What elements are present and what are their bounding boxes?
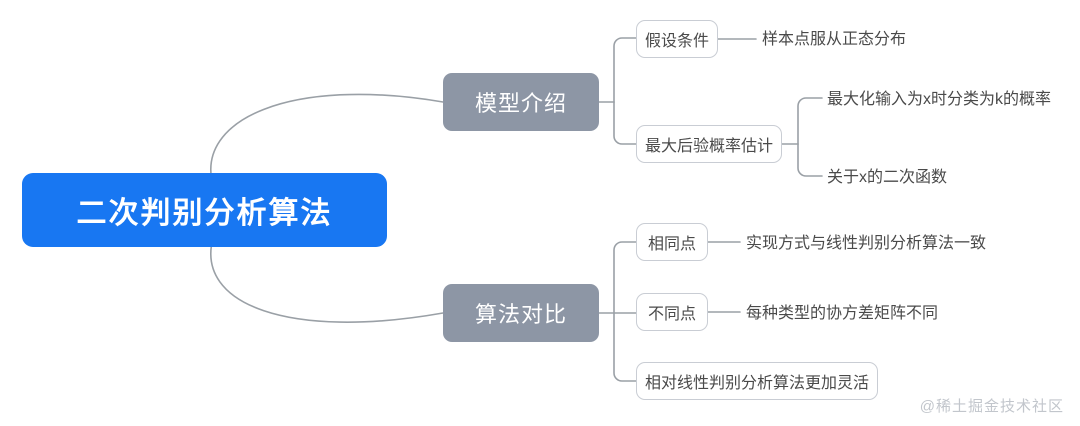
node-covariance-differs-label: 每种类型的协方差矩阵不同 [746, 305, 939, 322]
branch-node-model-intro-label: 模型介绍 [474, 91, 567, 116]
connector-model-to-assume [613, 37, 637, 103]
node-similarities[interactable]: 相同点 [636, 223, 708, 261]
root-node[interactable]: 二次判别分析算法 [22, 173, 387, 247]
node-maximize-probability-label: 最大化输入为x时分类为k的概率 [827, 91, 1052, 108]
node-quadratic-function[interactable]: 关于x的二次函数 [827, 163, 947, 187]
watermark: @稀土掘金技术社区 [919, 398, 1064, 415]
node-differences[interactable]: 不同点 [636, 293, 708, 331]
node-more-flexible-label: 相对线性判别分析算法更加灵活 [645, 375, 870, 392]
branch-node-algorithm-comparison[interactable]: 算法对比 [443, 284, 599, 342]
node-same-implementation-label: 实现方式与线性判别分析算法一致 [746, 235, 987, 252]
node-assumptions-label: 假设条件 [645, 33, 710, 50]
branch-node-model-intro[interactable]: 模型介绍 [443, 73, 599, 131]
node-covariance-differs[interactable]: 每种类型的协方差矩阵不同 [746, 299, 938, 323]
node-assumptions[interactable]: 假设条件 [636, 20, 718, 58]
connector-root-to-compare [210, 237, 444, 323]
node-normal-distribution-label: 样本点服从正态分布 [762, 31, 907, 48]
node-map-estimation[interactable]: 最大后验概率估计 [636, 125, 782, 163]
root-node-label: 二次判别分析算法 [76, 197, 333, 230]
node-more-flexible[interactable]: 相对线性判别分析算法更加灵活 [636, 362, 878, 400]
connector-model-to-map [613, 101, 637, 145]
connector-compare-to-same [613, 241, 637, 314]
node-map-estimation-label: 最大后验概率估计 [645, 138, 774, 155]
node-normal-distribution[interactable]: 样本点服从正态分布 [762, 25, 906, 49]
connector-map-to-maxprob [797, 97, 823, 145]
connector-root-to-model [210, 93, 444, 186]
node-quadratic-function-label: 关于x的二次函数 [827, 169, 948, 186]
node-maximize-probability[interactable]: 最大化输入为x时分类为k的概率 [827, 85, 1051, 109]
connector-map-to-quad [797, 143, 823, 177]
connector-compare-to-flex [613, 312, 637, 382]
branch-node-algorithm-comparison-label: 算法对比 [474, 302, 567, 327]
node-similarities-label: 相同点 [647, 236, 696, 253]
node-same-implementation[interactable]: 实现方式与线性判别分析算法一致 [746, 229, 986, 253]
node-differences-label: 不同点 [647, 306, 696, 323]
